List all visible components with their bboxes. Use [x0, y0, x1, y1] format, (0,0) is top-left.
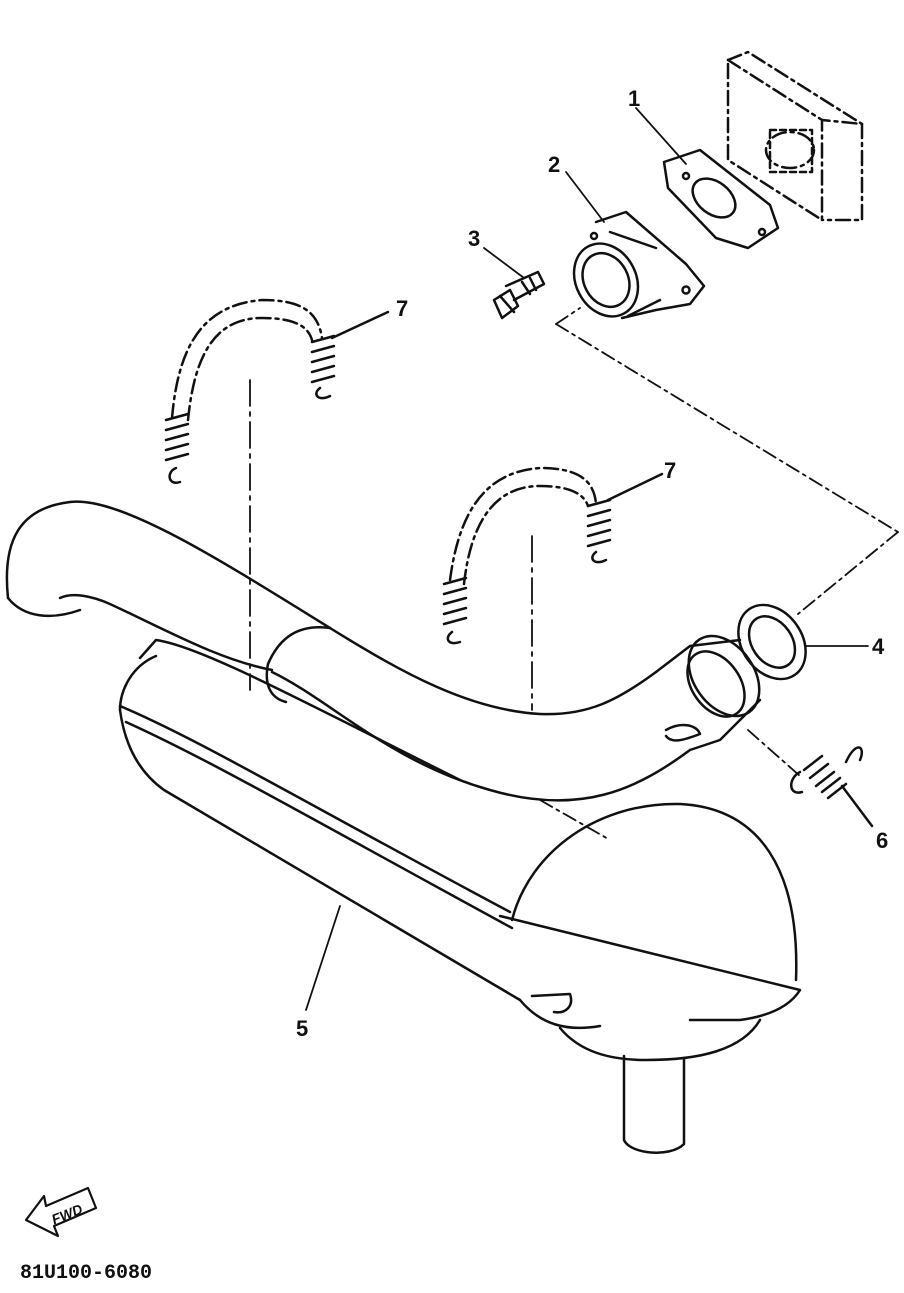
callout-labels: 1 2 3 4 5 6 7 7 [296, 86, 888, 1041]
muffler-part-5 [118, 638, 802, 1154]
assembly-lines [249, 307, 899, 841]
gasket-part-1 [662, 148, 780, 250]
callout-7-middle: 7 [664, 458, 676, 483]
callout-1: 1 [628, 86, 640, 111]
expansion-chamber [5, 500, 762, 802]
diagram-part-number: 81U100-6080 [20, 1262, 152, 1285]
callout-6: 6 [876, 828, 888, 853]
manifold-joint-part-2 [572, 210, 706, 320]
callout-5: 5 [296, 1016, 308, 1041]
callout-7-upper: 7 [396, 296, 408, 321]
spring-hanger-part-7a [164, 298, 390, 484]
forward-arrow-icon [24, 1186, 98, 1238]
leader-lines [305, 107, 869, 1011]
callout-2: 2 [548, 152, 560, 177]
tension-spring-part-6 [790, 746, 874, 828]
callout-3: 3 [468, 226, 480, 251]
spring-hanger-part-7b [442, 466, 664, 645]
callout-4: 4 [872, 634, 885, 659]
forward-arrow-label: FWD [49, 1201, 85, 1228]
bolt-part-3 [492, 270, 546, 320]
engine-mount-plate [726, 50, 864, 222]
